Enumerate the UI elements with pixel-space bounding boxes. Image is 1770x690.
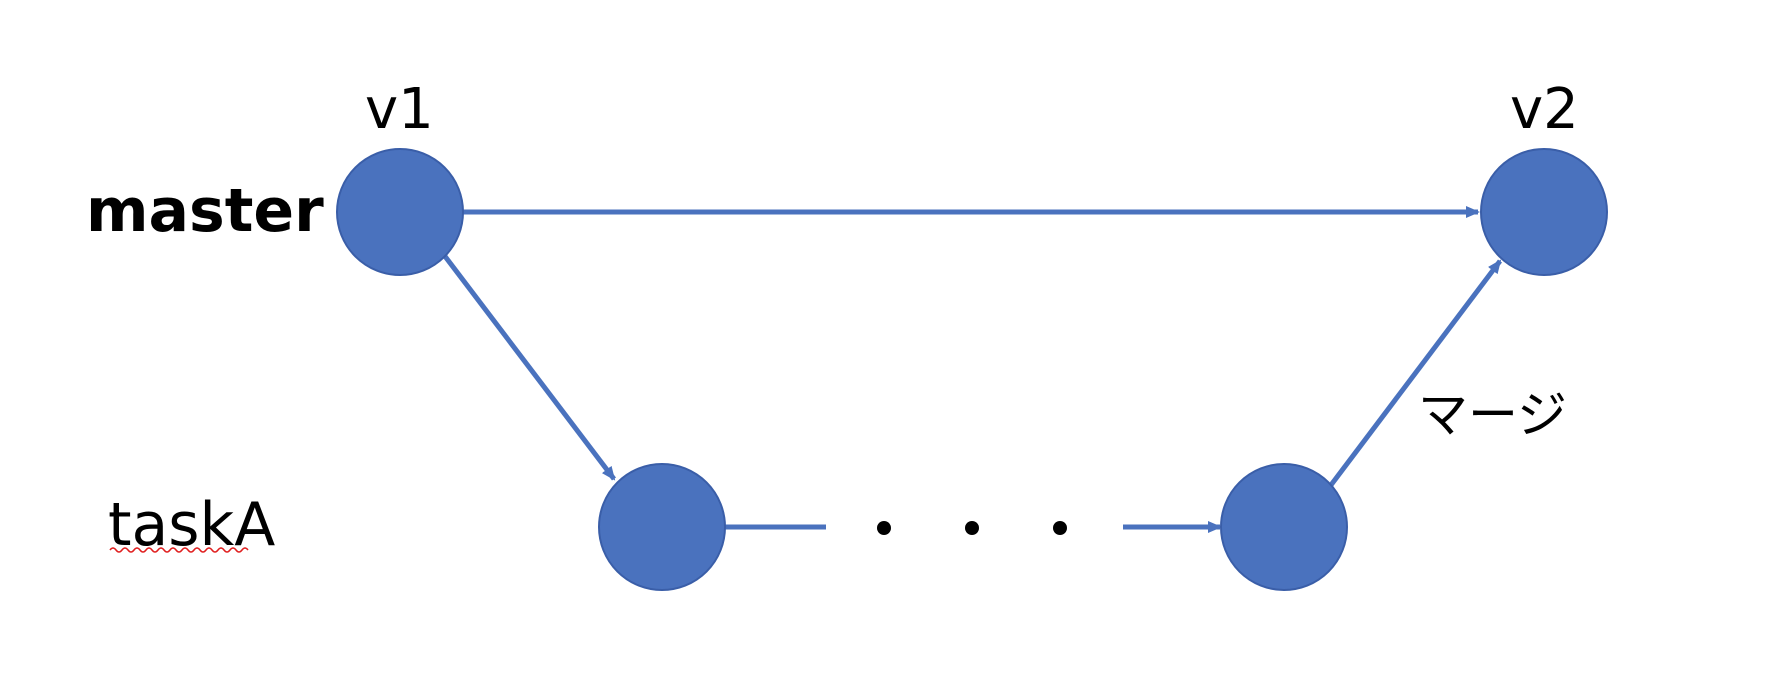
commit-node-taskA-start: [598, 463, 726, 591]
merge-label: マージ: [1418, 386, 1567, 444]
ellipsis-dot: [1053, 521, 1067, 535]
ellipsis-dot: [965, 521, 979, 535]
ellipsis-dots: [877, 521, 1067, 535]
ellipsis-dot: [877, 521, 891, 535]
edge-v1-to-taskA-start: [442, 253, 616, 481]
edge-merge-to-v2: [1329, 259, 1502, 487]
branch-label-taskA: taskA: [108, 490, 275, 560]
edges: [442, 206, 1502, 533]
commit-node-v2: [1480, 148, 1608, 276]
commit-node-v1: [336, 148, 464, 276]
version-label-v1: v1: [365, 77, 434, 142]
nodes: [336, 148, 1608, 591]
version-label-v2: v2: [1510, 77, 1579, 142]
commit-node-taskA-end: [1220, 463, 1348, 591]
branch-label-master: master: [86, 176, 324, 246]
spellcheck-underline: [109, 547, 249, 553]
